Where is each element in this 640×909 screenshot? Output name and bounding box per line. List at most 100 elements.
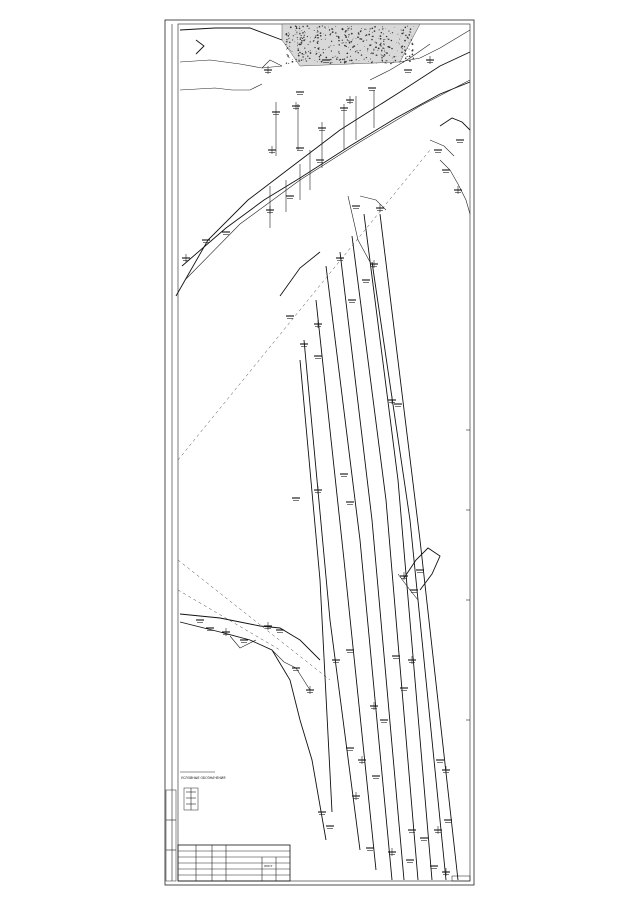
stipple-dot xyxy=(380,45,382,47)
stipple-dot xyxy=(366,39,368,41)
stipple-dot xyxy=(314,40,315,42)
stipple-dot xyxy=(413,26,415,27)
stipple-dot xyxy=(309,50,311,52)
stipple-dot xyxy=(402,29,404,32)
stipple-dot xyxy=(339,58,342,61)
stipple-dot xyxy=(300,35,302,37)
stipple-dot xyxy=(379,35,382,37)
stipple-dot xyxy=(345,61,347,63)
stipple-dot xyxy=(353,37,354,39)
stipple-dot xyxy=(406,55,408,58)
dashed-alignment-lines xyxy=(177,149,431,681)
stipple-dot xyxy=(297,42,299,44)
stipple-dot xyxy=(316,27,318,29)
stipple-dot xyxy=(308,51,309,53)
stipple-dot xyxy=(348,36,349,38)
stipple-dot xyxy=(317,36,319,39)
stipple-dot xyxy=(380,53,382,55)
stipple-dot xyxy=(340,61,342,63)
stipple-dot xyxy=(395,56,397,58)
stipple-dot xyxy=(329,62,332,64)
stipple-dot xyxy=(375,54,377,56)
stipple-dot xyxy=(357,32,360,34)
corner-stamp xyxy=(451,875,471,882)
stipple-dot xyxy=(404,57,407,60)
stipple-dot xyxy=(305,52,307,54)
stipple-dot xyxy=(382,55,385,57)
stipple-dot xyxy=(303,54,305,56)
stipple-dot xyxy=(394,59,397,62)
stipple-dot xyxy=(374,46,377,49)
stipple-dot xyxy=(349,41,350,43)
stipple-dot xyxy=(298,58,300,60)
stipple-dot xyxy=(355,59,357,61)
stipple-dot xyxy=(381,56,383,59)
stipple-dot xyxy=(408,55,411,58)
stipple-dot xyxy=(314,36,316,39)
stipple-dot xyxy=(401,32,404,35)
stipple-dot xyxy=(401,45,404,48)
stipple-dot xyxy=(393,61,395,63)
stipple-dot xyxy=(296,37,298,39)
stipple-dot xyxy=(288,33,290,35)
stipple-dot xyxy=(344,34,346,36)
sheet-outer-border xyxy=(164,19,475,886)
stipple-dot xyxy=(353,45,356,47)
stipple-dot xyxy=(387,45,390,48)
stipple-dot xyxy=(338,59,341,61)
stipple-dot xyxy=(320,38,322,40)
stipple-dot xyxy=(372,31,374,33)
stipple-dot xyxy=(394,26,396,28)
stipple-dot xyxy=(341,28,344,30)
stipple-dot xyxy=(295,26,298,28)
stipple-dot xyxy=(288,37,290,39)
stipple-dot xyxy=(309,52,312,54)
stipple-dot xyxy=(318,25,321,28)
stipple-dot xyxy=(391,47,393,50)
stipple-dot xyxy=(289,45,291,47)
legend-caption: УСЛОВНЫЕ ОБОЗНАЧЕНИЯ xyxy=(181,776,226,780)
stipple-dot xyxy=(304,39,306,41)
stipple-dot xyxy=(357,36,359,38)
stipple-dot xyxy=(358,36,360,38)
stipple-dot xyxy=(398,43,400,45)
stipple-dot xyxy=(377,49,379,51)
stipple-dot xyxy=(403,31,405,33)
stipple-dot xyxy=(359,49,361,51)
stipple-dot xyxy=(316,52,318,55)
stipple-dot xyxy=(335,32,337,34)
stipple-dot xyxy=(398,61,401,63)
stipple-dot xyxy=(352,46,354,48)
stipple-dot xyxy=(314,46,316,49)
stipple-dot xyxy=(315,51,317,52)
stipple-dot xyxy=(363,58,365,60)
stipple-dot xyxy=(303,34,305,36)
stipple-dot xyxy=(323,33,325,35)
stipple-dot xyxy=(347,26,349,27)
stipple-dot xyxy=(400,29,402,31)
stipple-dot xyxy=(383,43,385,45)
stipple-dot xyxy=(330,58,332,61)
stipple-dot xyxy=(290,49,291,51)
stipple-dot xyxy=(350,55,352,57)
stipple-dot xyxy=(411,43,414,46)
stipple-dot xyxy=(350,25,352,27)
stipple-dot xyxy=(380,31,383,34)
stipple-dot xyxy=(298,27,301,30)
stipple-dot xyxy=(299,37,301,38)
stipple-dot xyxy=(396,42,397,44)
top-vertical-ties xyxy=(269,90,375,228)
stipple-dot xyxy=(392,32,394,34)
stipple-dot xyxy=(371,27,374,30)
stipple-dot xyxy=(301,40,303,42)
stipple-dot xyxy=(388,46,391,49)
stipple-dot xyxy=(303,31,305,33)
stipple-dot xyxy=(371,38,373,41)
stipple-dot xyxy=(321,25,323,27)
annotation-marks xyxy=(182,56,464,876)
stipple-dot xyxy=(378,29,380,31)
stipple-dot xyxy=(343,61,346,64)
stipple-dot xyxy=(334,55,336,57)
sheet-inner-border xyxy=(177,23,471,882)
stipple-dot xyxy=(325,49,327,50)
